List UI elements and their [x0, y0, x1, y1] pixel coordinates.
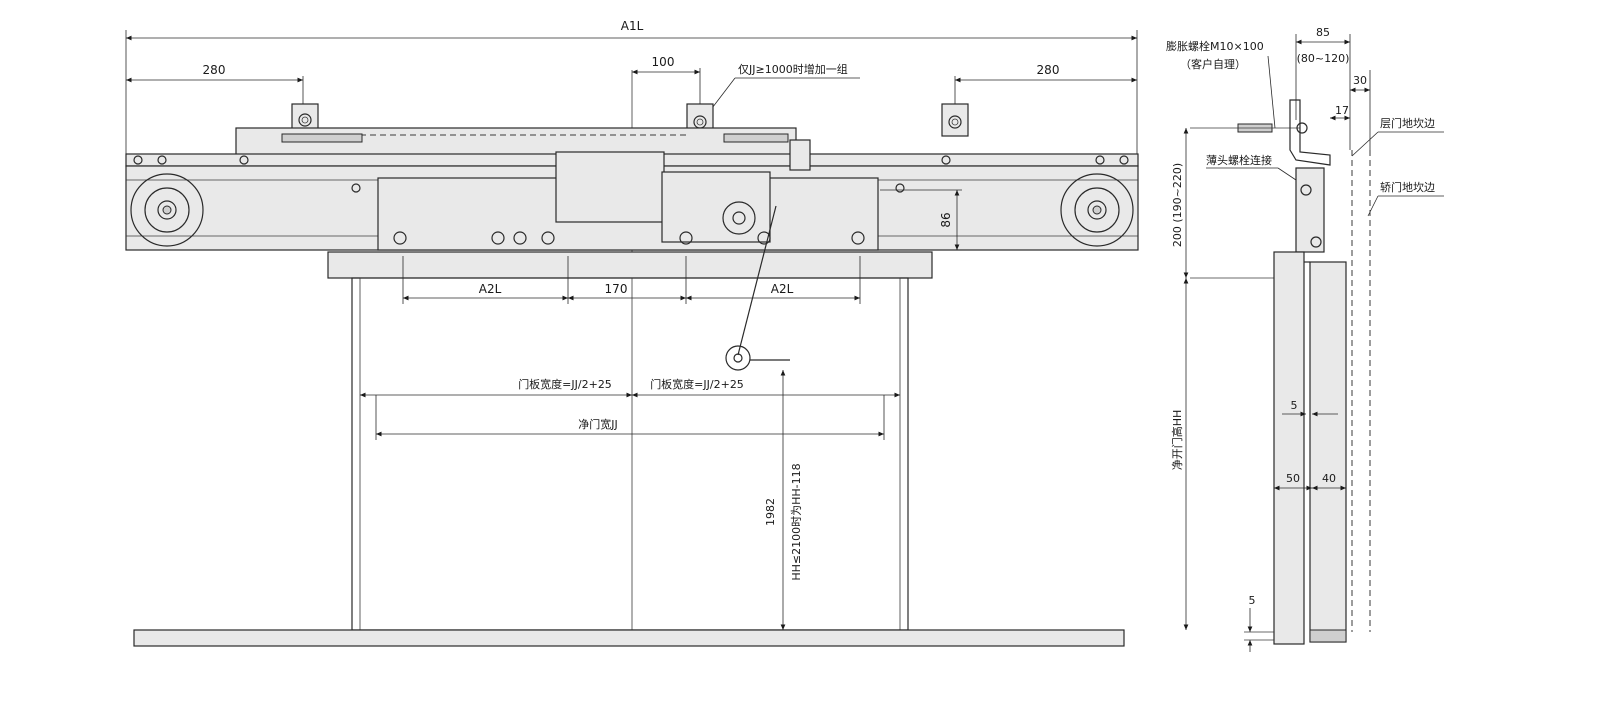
car-sill-label: 轿门地坎边 [1380, 180, 1435, 194]
dim-a2l-170: A2L 170 A2L [402, 256, 861, 304]
panel-width-right-label: 门板宽度=JJ/2+25 [650, 377, 744, 391]
dim-50-label: 50 [1286, 472, 1300, 485]
dim-100-label: 100 [652, 55, 675, 69]
dim-85-range-label: (80~120) [1297, 52, 1350, 65]
panel-width-left-label: 门板宽度=JJ/2+25 [518, 377, 612, 391]
dim-280-left-label: 280 [203, 63, 226, 77]
front-view: A1L 280 280 100 仅JJ≥1000时增加一组 [125, 19, 1139, 647]
thin-bolt-label: 薄头螺栓连接 [1206, 153, 1272, 167]
height-1982-label: 1982 [764, 498, 777, 526]
a2l-right-label: A2L [771, 282, 794, 296]
dim-100: 100 [632, 55, 701, 106]
note-extra-group-label: 仅JJ≥1000时增加一组 [738, 62, 848, 76]
dim-85: 85 (80~120) [1295, 26, 1351, 150]
dim-clear-height: 净开门高HH [1170, 278, 1189, 630]
dim-86: 86 [880, 189, 962, 251]
dim-30-label: 30 [1353, 74, 1367, 87]
door-sill-plate [327, 251, 933, 279]
wall-bracket [1190, 99, 1331, 166]
right-pulley [1060, 173, 1134, 247]
dim-height: 1982 HH≤2100时为HH-118 [764, 370, 803, 630]
clear-width-label: 净门宽JJ [578, 417, 618, 431]
dim-5-bottom: 5 [1244, 594, 1274, 652]
dim-5-top: 5 [1282, 399, 1338, 417]
dim-5-bottom-label: 5 [1249, 594, 1256, 607]
gap-170-label: 170 [605, 282, 628, 296]
side-door-panels [1273, 251, 1347, 645]
dim-a1l: A1L [125, 19, 1138, 160]
dim-280-right: 280 [954, 63, 1137, 106]
dim-5-top-label: 5 [1291, 399, 1298, 412]
note-extra-group: 仅JJ≥1000时增加一组 [705, 62, 860, 117]
a1l-label: A1L [621, 19, 644, 33]
a2l-left-label: A2L [479, 282, 502, 296]
dim-280-right-label: 280 [1037, 63, 1060, 77]
side-hanger [1190, 167, 1325, 279]
dim-17-label: 17 [1335, 104, 1349, 117]
dim-50-40: 50 40 [1274, 472, 1346, 491]
left-pulley [130, 173, 204, 247]
bolt-callout: 膨胀螺栓M10×100 （客户自理） [1166, 39, 1276, 129]
bolt-label: 膨胀螺栓M10×100 [1166, 39, 1264, 53]
dim-200-label: 200 (190~220) [1171, 163, 1184, 247]
door-hangers [351, 139, 905, 251]
door-frame [351, 277, 909, 631]
dim-200: 200 (190~220) [1171, 128, 1189, 278]
dim-30: 30 [1350, 70, 1371, 150]
bolt-sub-label: （客户自理） [1180, 57, 1246, 71]
dim-86-label: 86 [939, 212, 953, 227]
dim-40-label: 40 [1322, 472, 1336, 485]
thin-bolt-callout: 薄头螺栓连接 [1206, 153, 1303, 185]
clear-height-label: 净开门高HH [1170, 410, 1184, 471]
car-sill-callout: 轿门地坎边 [1367, 180, 1444, 217]
dim-panel-width: 门板宽度=JJ/2+25 门板宽度=JJ/2+25 [360, 377, 900, 398]
dim-17: 17 [1330, 104, 1350, 121]
height-formula-label: HH≤2100时为HH-118 [790, 463, 803, 580]
dim-280-left: 280 [126, 63, 304, 106]
dim-85-label: 85 [1316, 26, 1330, 39]
side-view: 85 (80~120) 30 17 膨胀螺栓M10×100 （客户自理） [1166, 26, 1444, 652]
door-linkage [725, 205, 790, 371]
landing-sill-label: 层门地坎边 [1380, 116, 1435, 130]
dim-clear-width: 净门宽JJ [375, 395, 885, 440]
landing-sill-callout: 层门地坎边 [1351, 116, 1444, 157]
floor-sill [133, 629, 1125, 647]
